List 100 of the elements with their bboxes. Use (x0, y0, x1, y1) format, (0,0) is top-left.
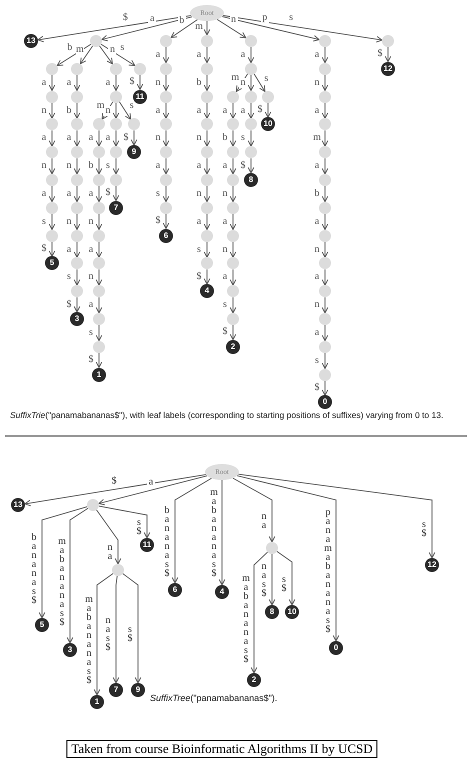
arrow (204, 186, 210, 202)
arrow (204, 74, 210, 92)
edge-label: n (154, 78, 162, 88)
tree-node (319, 230, 331, 242)
arrow (74, 74, 80, 92)
arrow (94, 573, 114, 696)
edge-label: $ (195, 272, 203, 282)
edge-label: a (87, 244, 95, 254)
tree-node (93, 285, 105, 298)
arrow (322, 186, 328, 202)
tree-node (245, 90, 257, 103)
tree-node (110, 90, 122, 103)
arrow (162, 158, 170, 174)
tree-node (46, 90, 58, 103)
arrow (38, 506, 88, 618)
edge-label: b (65, 106, 73, 116)
arrow (230, 186, 236, 202)
tree-node (46, 118, 58, 130)
arrow (218, 480, 226, 586)
tree-node (319, 35, 331, 47)
edge-label: mabananas$ (210, 488, 218, 578)
arrow (204, 241, 210, 258)
figure-caption: SuffixTrie("panamabananas$"), with leaf labels (corresponding to starting positions of suffixes) varying from 0 to 13. (10, 410, 444, 421)
edge-label: a (221, 106, 229, 116)
edge-label: a (154, 161, 162, 172)
arrow (101, 16, 192, 42)
edge-label: s (87, 328, 95, 338)
tree-node (201, 118, 213, 130)
arrow (122, 573, 142, 684)
arrow (204, 158, 210, 174)
tree-node (71, 174, 83, 186)
edge-label: p (260, 13, 269, 24)
arrow (24, 474, 206, 506)
tree-node (128, 118, 140, 130)
edge-label: a (239, 50, 247, 60)
tree-node (319, 146, 331, 158)
tree-node (227, 118, 239, 130)
edge-label: panamabananas$ (324, 508, 332, 634)
leaf-node: 5 (35, 618, 49, 632)
arrow (96, 186, 102, 202)
tree-node (266, 542, 278, 554)
edge-label: nas$ (104, 616, 112, 652)
edge-label: s (118, 43, 126, 54)
edge-label: n (87, 216, 95, 227)
arrow (48, 158, 56, 174)
tree-node (71, 90, 83, 103)
arrow (230, 241, 236, 258)
arrow (102, 101, 114, 120)
tree-node (93, 202, 105, 214)
tree-node (160, 146, 172, 158)
edge-label: a (40, 188, 48, 199)
edge-label: b (66, 43, 74, 54)
edge-label: n (65, 216, 73, 227)
tree-node (319, 313, 331, 325)
leaf-node: 3 (70, 312, 84, 326)
leaf-node: 11 (133, 90, 147, 104)
tree-node (160, 202, 172, 214)
edge-label: a (87, 188, 95, 199)
arrow (248, 74, 254, 92)
tree-node (112, 564, 124, 576)
edge-label: mabananas$ (85, 595, 93, 685)
tree-node (201, 35, 213, 47)
arrow (230, 324, 236, 340)
leaf-node: 12 (381, 62, 395, 76)
arrow (162, 213, 170, 230)
arrow (204, 20, 210, 36)
tree-node (93, 340, 105, 353)
tree-node (93, 230, 105, 242)
tree-node (319, 285, 331, 298)
edge-label: s (128, 101, 136, 112)
arrow (112, 102, 120, 119)
arrow (322, 130, 328, 147)
arrow (74, 268, 80, 286)
edge-label: $ (40, 244, 48, 254)
arrow (48, 130, 56, 147)
arrow (48, 186, 56, 202)
tree-node (110, 174, 122, 186)
arrow (248, 46, 254, 64)
edge-label: a (87, 133, 95, 144)
edge-label: a (104, 78, 112, 88)
tree-node (110, 62, 122, 75)
edge-label: s (104, 161, 112, 172)
edge-label: a (40, 133, 48, 144)
arrow (80, 46, 94, 64)
edge-label: $ (121, 12, 130, 23)
tree-node (262, 90, 274, 103)
arrow (100, 44, 136, 66)
tree-node (46, 230, 58, 242)
arrow (112, 575, 120, 684)
tree-node (227, 230, 239, 242)
arrow (322, 352, 328, 370)
arrow (230, 296, 236, 314)
tree-node (87, 499, 99, 511)
edge-label: n (313, 78, 321, 88)
arrow (230, 158, 236, 174)
edge-label: n (104, 106, 112, 116)
arrow (96, 213, 102, 230)
edge-label: b (221, 133, 229, 144)
edge-label: nas$ (260, 562, 268, 598)
tree-node (245, 35, 257, 47)
